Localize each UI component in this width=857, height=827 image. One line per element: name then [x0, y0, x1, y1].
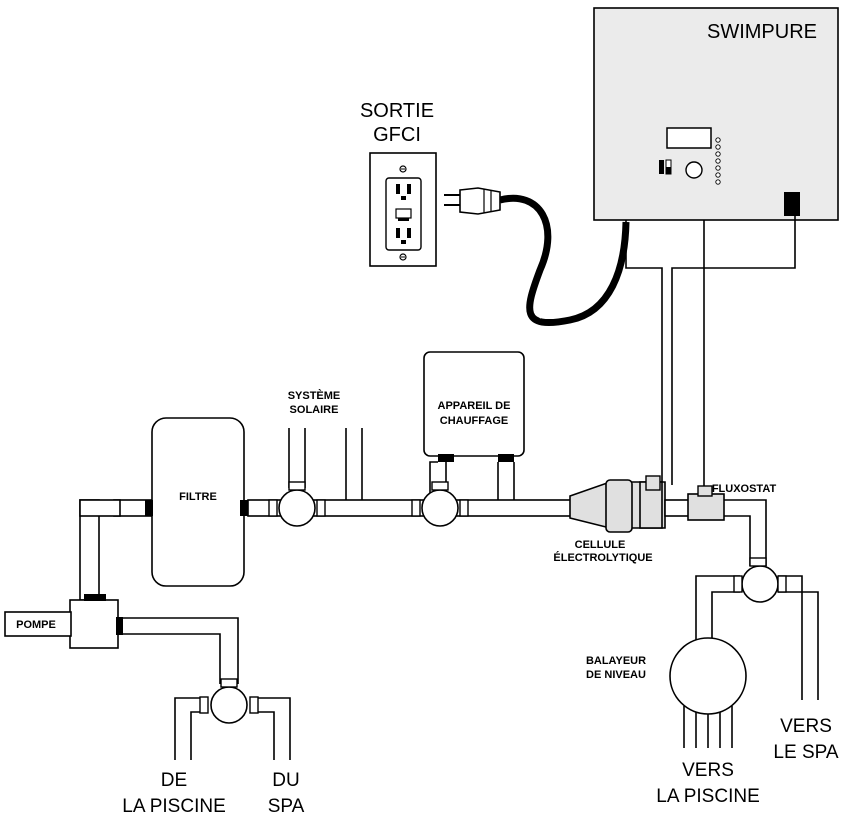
control-wires	[625, 216, 796, 492]
pump-label: POMPE	[16, 619, 56, 631]
display-screen	[666, 127, 712, 149]
sweeper-label-line2: DE NIVEAU	[586, 669, 646, 681]
to-pool-label-line1: VERS	[682, 760, 734, 781]
flow-switch-label: FLUXOSTAT	[712, 483, 777, 495]
heater-label-line2: CHAUFFAGE	[440, 415, 508, 427]
cell-label-line2: ÉLECTROLYTIQUE	[553, 551, 652, 564]
return-pipe	[695, 499, 819, 700]
heater: APPAREIL DE CHAUFFAGE	[411, 351, 525, 527]
from-spa-label-line1: DU	[272, 770, 299, 791]
power-cord	[444, 187, 630, 327]
filter-tank: FILTRE	[145, 417, 248, 587]
swimpure-label: SWIMPURE	[707, 21, 817, 43]
solar-label-line2: SOLAIRE	[290, 404, 339, 416]
outlet-label-line2: GFCI	[373, 124, 421, 146]
gfci-outlet	[369, 152, 437, 267]
control-knob	[685, 161, 703, 179]
pump: POMPE	[4, 594, 123, 649]
indicator-leds	[715, 137, 721, 185]
switch-icon	[659, 159, 672, 175]
inlet-valve	[174, 678, 291, 760]
from-pool-label-line2: LA PISCINE	[122, 796, 226, 817]
to-spa-label-line2: LE SPA	[773, 742, 838, 763]
electrolytic-cell: CELLULE ÉLECTROLYTIQUE	[553, 475, 666, 564]
pump-outlet-pipe	[120, 617, 239, 684]
from-spa-label-line2: SPA	[268, 796, 305, 817]
cable-port	[784, 192, 800, 216]
flow-switch: FLUXOSTAT	[664, 483, 777, 521]
solar-branch: SYSTÈME SOLAIRE	[268, 389, 363, 527]
sweeper-label-line1: BALAYEUR	[586, 655, 646, 667]
level-sweeper: BALAYEUR DE NIVEAU	[586, 637, 747, 748]
cell-label-line1: CELLULE	[575, 539, 626, 551]
to-pool-label-line2: LA PISCINE	[656, 786, 760, 807]
from-pool-label-line1: DE	[161, 770, 187, 791]
heater-label-line1: APPAREIL DE	[438, 400, 511, 412]
outlet-label-line1: SORTIE	[360, 100, 434, 122]
swimpure-control-box: SWIMPURE	[593, 7, 839, 221]
filter-label: FILTRE	[179, 491, 217, 503]
solar-label-line1: SYSTÈME	[288, 389, 341, 402]
to-spa-label-line1: VERS	[780, 716, 832, 737]
